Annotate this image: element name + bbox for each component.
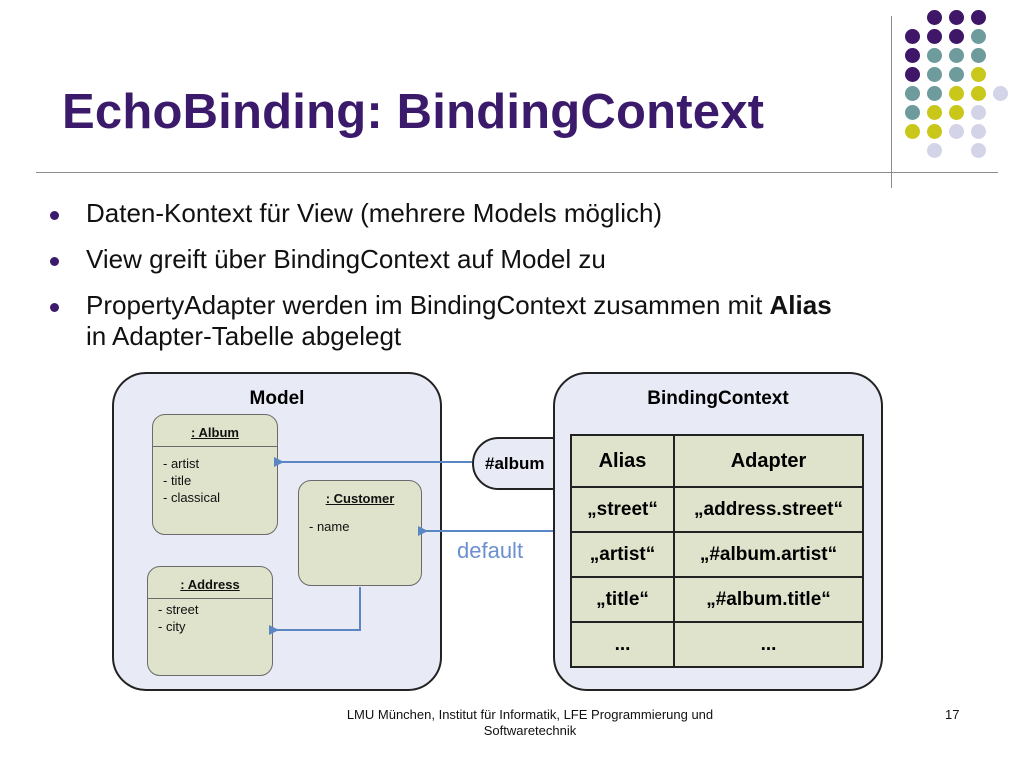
decorative-dot bbox=[971, 105, 986, 120]
object-name: : Album bbox=[191, 425, 239, 440]
decorative-dot bbox=[949, 105, 964, 120]
decorative-dot bbox=[949, 29, 964, 44]
object-attribute: - name bbox=[309, 519, 350, 534]
object-attribute: - street bbox=[158, 602, 199, 617]
decorative-dot bbox=[905, 124, 920, 139]
bullet-item: View greift über BindingContext auf Mode… bbox=[50, 244, 1010, 275]
decorative-dot bbox=[905, 29, 920, 44]
model-panel-title: Model bbox=[249, 388, 305, 409]
decorative-dot bbox=[971, 124, 986, 139]
decorative-dot bbox=[971, 143, 986, 158]
decorative-dot bbox=[949, 48, 964, 63]
slide-title: EchoBinding: BindingContext bbox=[62, 85, 765, 139]
bullet-icon bbox=[50, 303, 59, 312]
alias-cell: „street“ bbox=[570, 486, 675, 533]
album-alias-label: #album bbox=[485, 454, 545, 473]
bullet-item: Daten-Kontext für View (mehrere Models m… bbox=[50, 198, 1010, 229]
column-header-adapter: Adapter bbox=[673, 434, 864, 488]
object-attribute: - classical bbox=[163, 490, 221, 505]
bullet-text: View greift über BindingContext auf Mode… bbox=[86, 244, 606, 274]
decorative-dot bbox=[905, 48, 920, 63]
decorative-dot bbox=[927, 105, 942, 120]
decorative-dot bbox=[905, 86, 920, 101]
decorative-dot bbox=[949, 86, 964, 101]
decorative-dot bbox=[971, 10, 986, 25]
object-separator bbox=[148, 598, 272, 599]
object-attribute: - artist bbox=[163, 456, 200, 471]
customer-address-arrow bbox=[269, 587, 361, 635]
alias-cell: ... bbox=[570, 621, 675, 668]
object-name: : Address bbox=[180, 577, 240, 592]
decorative-dot bbox=[971, 86, 986, 101]
address-object: : Address - street - city bbox=[147, 566, 273, 676]
object-name: : Customer bbox=[325, 491, 395, 506]
decorative-dot bbox=[927, 124, 942, 139]
default-label: default bbox=[457, 538, 524, 563]
adapter-cell: ... bbox=[673, 621, 864, 668]
decorative-dot bbox=[971, 48, 986, 63]
object-attribute: - title bbox=[163, 473, 192, 488]
page-number: 17 bbox=[945, 707, 960, 722]
object-attribute: - city bbox=[158, 619, 186, 634]
object-separator bbox=[153, 446, 277, 447]
decorative-dot bbox=[927, 143, 942, 158]
bullet-icon bbox=[50, 257, 59, 266]
decorative-dot bbox=[949, 67, 964, 82]
bullet-text-line2: in Adapter-Tabelle abgelegt bbox=[86, 321, 402, 351]
decorative-dot bbox=[971, 29, 986, 44]
decorative-dot bbox=[993, 86, 1008, 101]
adapter-table: Alias Adapter „street“ „address.street“ … bbox=[570, 434, 864, 668]
binding-context-title: BindingContext bbox=[647, 388, 789, 409]
customer-object: : Customer - name bbox=[298, 480, 422, 586]
decorative-dot bbox=[927, 67, 942, 82]
alias-cell: „title“ bbox=[570, 576, 675, 623]
album-object: : Album - artist - title - classical bbox=[152, 414, 278, 535]
bullet-item: PropertyAdapter werden im BindingContext… bbox=[50, 290, 1010, 352]
adapter-cell: „address.street“ bbox=[673, 486, 864, 533]
decorative-dot bbox=[971, 67, 986, 82]
decorative-dot bbox=[949, 10, 964, 25]
decorative-dot bbox=[927, 86, 942, 101]
divider-vertical bbox=[891, 16, 892, 188]
adapter-cell: „#album.title“ bbox=[673, 576, 864, 623]
decorative-dot bbox=[949, 124, 964, 139]
table-header-row: Alias Adapter bbox=[570, 434, 864, 488]
alias-cell: „artist“ bbox=[570, 531, 675, 578]
decorative-dot bbox=[905, 67, 920, 82]
table-row: ... ... bbox=[570, 621, 864, 668]
decorative-dot bbox=[927, 48, 942, 63]
bullet-text: PropertyAdapter werden im BindingContext… bbox=[86, 290, 770, 320]
decorative-dot bbox=[905, 105, 920, 120]
table-row: „artist“ „#album.artist“ bbox=[570, 531, 864, 578]
bullet-icon bbox=[50, 211, 59, 220]
footer: LMU München, Institut für Informatik, LF… bbox=[300, 707, 760, 739]
footer-line1: LMU München, Institut für Informatik, LF… bbox=[346, 707, 714, 722]
bullet-text: Daten-Kontext für View (mehrere Models m… bbox=[86, 198, 663, 228]
adapter-cell: „#album.artist“ bbox=[673, 531, 864, 578]
decorative-dot bbox=[927, 10, 942, 25]
bullet-list: Daten-Kontext für View (mehrere Models m… bbox=[50, 198, 1010, 367]
divider-horizontal bbox=[36, 172, 998, 173]
table-row: „title“ „#album.title“ bbox=[570, 576, 864, 623]
table-row: „street“ „address.street“ bbox=[570, 486, 864, 533]
decorative-dot bbox=[927, 29, 942, 44]
column-header-alias: Alias bbox=[570, 434, 675, 488]
footer-line2: Softwaretechnik bbox=[483, 723, 577, 738]
bullet-bold-text: Alias bbox=[769, 290, 832, 320]
